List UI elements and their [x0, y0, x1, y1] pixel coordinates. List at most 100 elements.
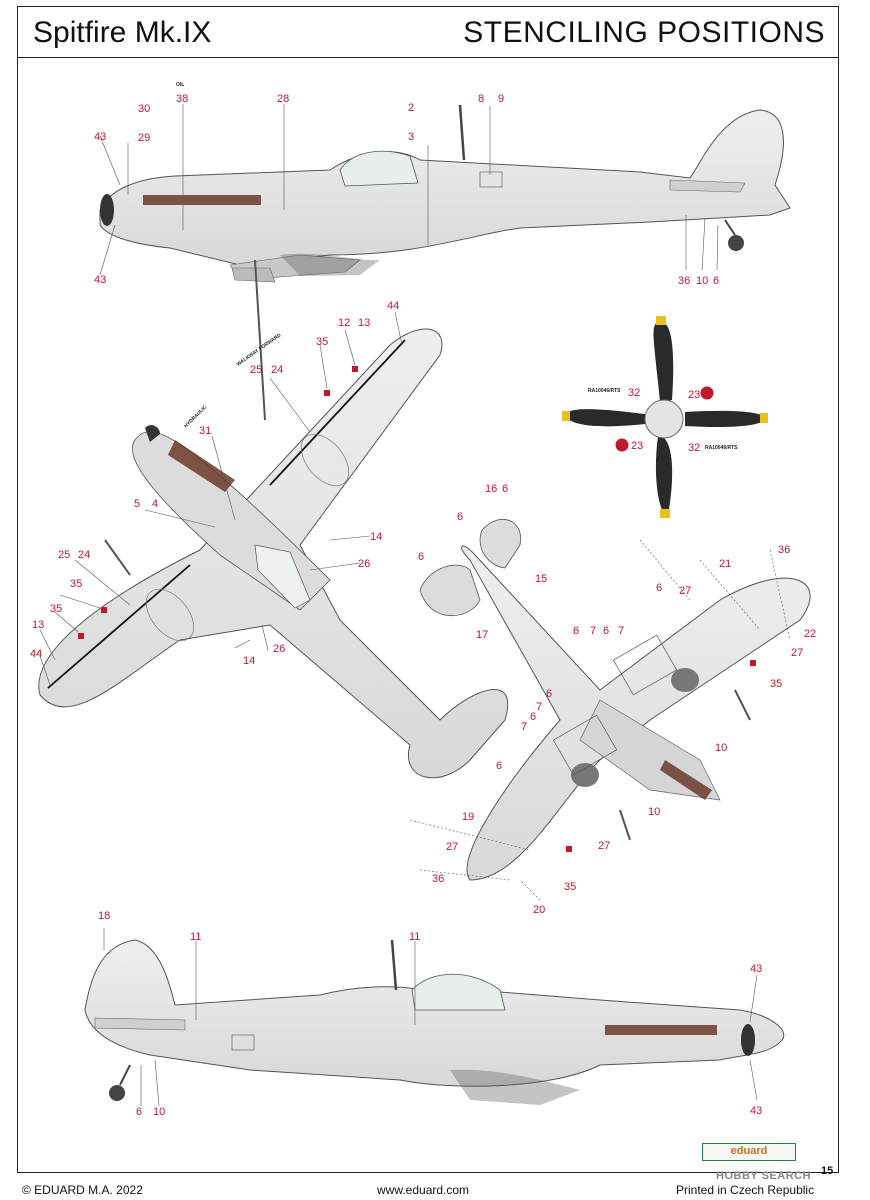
- lc-36b: 36: [432, 873, 444, 885]
- callout-3: 3: [408, 131, 414, 143]
- callout-28: 28: [277, 93, 289, 105]
- lower-plan-view: [419, 519, 811, 881]
- uc-13a: 13: [358, 317, 370, 329]
- propeller-diagram: RA10046/RTS RA10046/RTS 32 23 23 32: [562, 316, 768, 518]
- uc-12: 12: [338, 317, 350, 329]
- uc-31: 31: [199, 425, 211, 437]
- lower-wheel-well-left: [552, 714, 618, 776]
- antenna-mast-top: [458, 104, 466, 161]
- lc-7b: 7: [618, 625, 624, 637]
- prop-serial-bottom: RA10046/RTS: [705, 445, 738, 451]
- uc-35a: 35: [316, 336, 328, 348]
- page-frame: [17, 6, 839, 1173]
- callout-6: 6: [713, 275, 719, 287]
- tailwheel-leg-bottom: [119, 1064, 131, 1086]
- lower-radiator: [571, 763, 599, 787]
- bc-11a: 11: [190, 931, 201, 943]
- lc-6i: 6: [496, 760, 502, 772]
- lc-16: 16: [485, 483, 497, 495]
- callouts-top: OIL 30 29 38 28 2 3 8 9 43 43 36 10 6: [94, 82, 719, 287]
- upper-roundel-right: [300, 433, 350, 487]
- uc-26b: 26: [273, 643, 285, 655]
- canopy-top: [339, 150, 419, 187]
- uc-35c: 35: [50, 603, 62, 615]
- bc-6: 6: [136, 1106, 142, 1118]
- prop-blade-left: [565, 409, 645, 427]
- antenna-mast-bottom: [390, 939, 398, 991]
- uc-14b: 14: [243, 655, 255, 667]
- callouts-bottom: 18 11 11 43 43 6 10: [98, 910, 762, 1118]
- callout-43b: 43: [94, 274, 106, 286]
- tailwheel-bottom: [109, 1085, 125, 1101]
- prop-tip-left: [562, 411, 570, 421]
- fuselage-side-bottom: [84, 939, 785, 1087]
- lower-cannon-left: [619, 809, 631, 841]
- lower-red-mark-1: [750, 660, 756, 666]
- callout-36: 36: [678, 275, 690, 287]
- side-view-left: [99, 104, 791, 283]
- spinner-bottom: [741, 1024, 755, 1056]
- callout-8: 8: [478, 93, 484, 105]
- lower-wheel-well-right: [612, 634, 678, 696]
- lc-27d: 27: [598, 840, 610, 852]
- spinner-top: [100, 194, 114, 226]
- lc-15: 15: [535, 573, 547, 585]
- lc-35b: 35: [564, 881, 576, 893]
- carb-intake-top: [231, 267, 276, 283]
- prop-tip-down: [660, 509, 670, 518]
- title-bar: Spitfire Mk.IX STENCILING POSITIONS: [17, 6, 839, 58]
- uc-25a: 25: [250, 364, 262, 376]
- lc-6d: 6: [656, 582, 662, 594]
- leader-lines-upper: [39, 311, 403, 686]
- prop-blade-down: [655, 436, 673, 516]
- prop-red-dot-2: [615, 438, 629, 452]
- callout-10: 10: [696, 275, 708, 287]
- callout-43a: 43: [94, 131, 106, 143]
- lower-airframe: [461, 545, 811, 881]
- canopy-bottom: [411, 973, 506, 1011]
- uc-44a: 44: [387, 300, 399, 312]
- lc-22: 22: [804, 628, 816, 640]
- upper-spinner: [145, 425, 160, 442]
- lc-17: 17: [476, 629, 488, 641]
- prop-red-dot-1: [700, 386, 714, 400]
- lc-20: 20: [533, 904, 545, 916]
- lower-oil-cooler: [671, 668, 699, 692]
- lc-6h: 6: [530, 711, 536, 723]
- lc-6c: 6: [418, 551, 424, 563]
- upper-wing-lead-right: [269, 339, 406, 486]
- callout-9: 9: [498, 93, 504, 105]
- leader-lines-bottom: [103, 928, 758, 1107]
- tailplane-bottom: [94, 1017, 186, 1031]
- upper-cannon-left: [104, 539, 131, 576]
- footer-printed: Printed in Czech Republic: [676, 1183, 815, 1197]
- lc-21: 21: [719, 558, 731, 570]
- uc-5: 5: [134, 498, 140, 510]
- upper-plan-view: [38, 259, 509, 779]
- callout-2: 2: [408, 102, 414, 114]
- bc-43b: 43: [750, 1105, 762, 1117]
- lower-red-mark-2: [566, 846, 572, 852]
- callout-38: 38: [176, 93, 188, 105]
- lc-6g: 6: [546, 688, 552, 700]
- callout-29: 29: [138, 132, 150, 144]
- lc-7a: 7: [590, 625, 596, 637]
- lc-35a: 35: [770, 678, 782, 690]
- lc-6b: 6: [457, 511, 463, 523]
- upper-red-mark-1: [352, 366, 358, 372]
- tailwheel-leg-top: [724, 219, 736, 236]
- bc-43a: 43: [750, 963, 762, 975]
- lower-tailplane-left: [419, 564, 481, 617]
- prop-callout-32a: 32: [628, 387, 640, 399]
- upper-canopy: [254, 544, 311, 609]
- prop-serial-top: RA10046/RTS: [588, 388, 621, 394]
- tailplane-top: [669, 179, 746, 193]
- exhaust-stacks-bottom: [605, 1025, 717, 1035]
- lower-exhaust: [660, 760, 712, 800]
- prop-callout-23a: 23: [688, 389, 700, 401]
- lower-tailplane-right: [479, 519, 522, 569]
- uc-4: 4: [152, 498, 158, 510]
- hobby-search-watermark: HOBBY SEARCH: [716, 1170, 812, 1182]
- hatch-top: [479, 171, 503, 188]
